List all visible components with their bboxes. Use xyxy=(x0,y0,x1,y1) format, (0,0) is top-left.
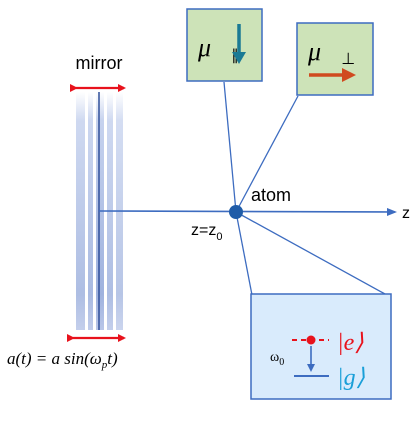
dipole-parallel-mu: μ⃗ xyxy=(197,33,231,62)
z-axis-label: z xyxy=(402,205,410,222)
omega-symbol: ω xyxy=(270,350,279,365)
dipole-perp-sub: ⊥ xyxy=(341,51,355,68)
dipole-perp-arrow-icon xyxy=(309,68,356,82)
level-scheme-box: ω0 |e⟩ |g⟩ xyxy=(250,293,392,400)
mirror-label: mirror xyxy=(76,53,123,73)
drive-formula-rhs: t) xyxy=(107,349,118,368)
connector-lines xyxy=(223,81,386,296)
dipole-perp-symbol: μ⃗⊥ xyxy=(307,37,355,68)
dipole-perp-box: μ⃗⊥ xyxy=(296,22,374,96)
dipole-parallel-arrow-icon xyxy=(232,24,246,64)
excited-level xyxy=(292,335,329,345)
atom-position-sub: 0 xyxy=(216,231,222,243)
atom-position-text: z=z xyxy=(191,222,216,239)
drive-formula-lhs: a(t) = a sin(ω xyxy=(7,349,102,368)
omega-sub: 0 xyxy=(279,357,284,368)
ket-ground: |g⟩ xyxy=(337,365,366,391)
drive-formula-sub: p xyxy=(101,359,108,371)
dipole-parallel-box: μ⃗∥ xyxy=(186,8,263,82)
dipole-perp-mu: μ⃗ xyxy=(307,37,341,66)
ket-excited: |e⟩ xyxy=(337,330,364,356)
drive-formula: a(t) = a sin(ωpt) xyxy=(7,349,118,371)
atom-dot xyxy=(229,205,243,219)
transition-frequency-label: ω0 xyxy=(270,350,284,368)
atom-label: atom xyxy=(251,185,291,205)
z-axis xyxy=(98,207,397,216)
atom-position-label: z=z0 xyxy=(191,222,222,243)
